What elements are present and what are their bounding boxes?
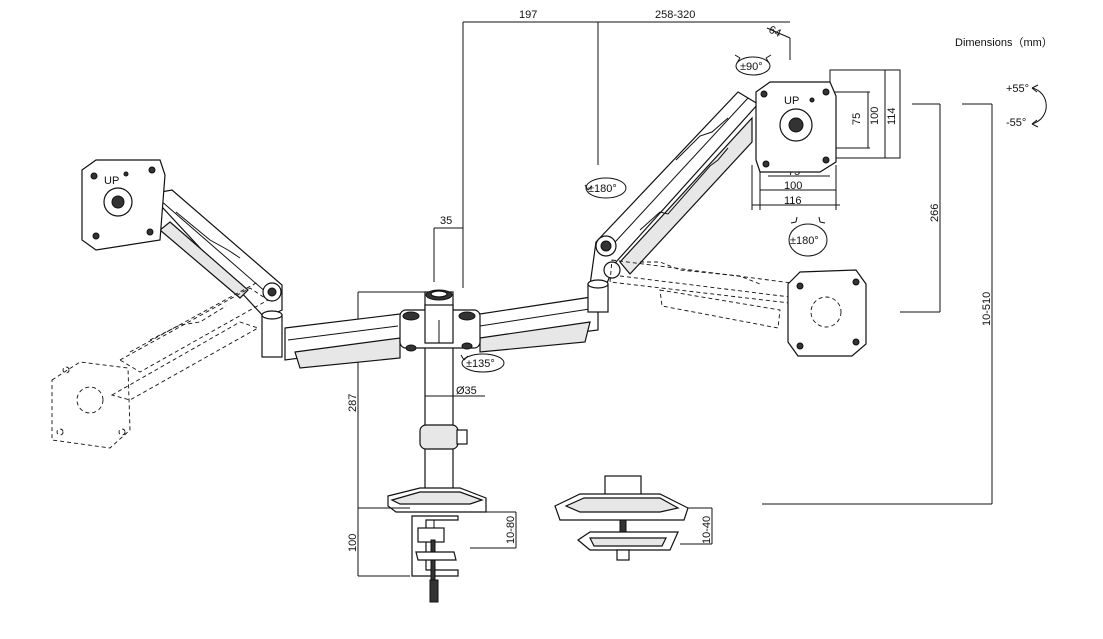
right-arm	[587, 91, 759, 313]
dim-pole-height: 287	[347, 394, 359, 412]
dim-clamp-range: 10-80	[505, 516, 517, 544]
grommet-dims	[680, 507, 713, 545]
height-dimension-lines	[762, 103, 993, 505]
right-up-mark: UP	[784, 95, 799, 107]
dim-arm-reach: 197	[519, 9, 537, 21]
rotation-180-head-marker	[788, 216, 828, 257]
rot-plate: ±90°	[740, 61, 763, 73]
rot-tilt-up: +55°	[1006, 83, 1029, 95]
tilt-marker	[1031, 84, 1047, 128]
units-note: Dimensions（mm）	[955, 36, 1053, 49]
crossbar	[284, 295, 599, 369]
grommet-base	[554, 475, 689, 561]
rot-base: ±135°	[466, 358, 495, 370]
top-dimension-lines	[462, 21, 791, 288]
dim-height-adjust: 266	[929, 204, 941, 222]
rotation-135-marker	[460, 353, 505, 373]
rot-head: ±180°	[790, 235, 819, 247]
dim-clamp-height: 100	[347, 534, 359, 552]
dim-plate-h: 114	[886, 107, 898, 125]
rotation-90-marker	[734, 54, 772, 76]
rot-tilt-down: -55°	[1006, 117, 1026, 129]
rotation-180-arm-marker	[584, 177, 627, 199]
left-vesa-plate-upper	[81, 159, 166, 251]
clamp-dims	[357, 507, 517, 577]
dim-tilt-offset: 64	[767, 24, 783, 40]
dim-pole-offset: 35	[440, 215, 452, 227]
right-vesa-plate-upper	[755, 81, 837, 173]
dim-vesa-100-h: 100	[869, 107, 881, 125]
dim-vesa-100-w: 100	[784, 180, 802, 192]
clamp-base	[387, 487, 487, 603]
dim-arm-extension: 258-320	[655, 9, 695, 21]
dim-pole-diameter: Ø35	[456, 385, 477, 397]
left-up-mark: UP	[104, 175, 119, 187]
pole-offset-dim	[433, 227, 463, 282]
dim-grommet-range: 10-40	[701, 516, 713, 544]
dim-vesa-75-h: 75	[851, 113, 863, 125]
dim-plate-w: 116	[784, 195, 802, 207]
rot-arm: ±180°	[588, 183, 617, 195]
dim-max-height: 10-510	[981, 292, 993, 326]
left-arm-ghost	[51, 281, 269, 449]
vesa-dimension-box	[751, 69, 901, 210]
right-arm-ghost	[609, 259, 867, 357]
